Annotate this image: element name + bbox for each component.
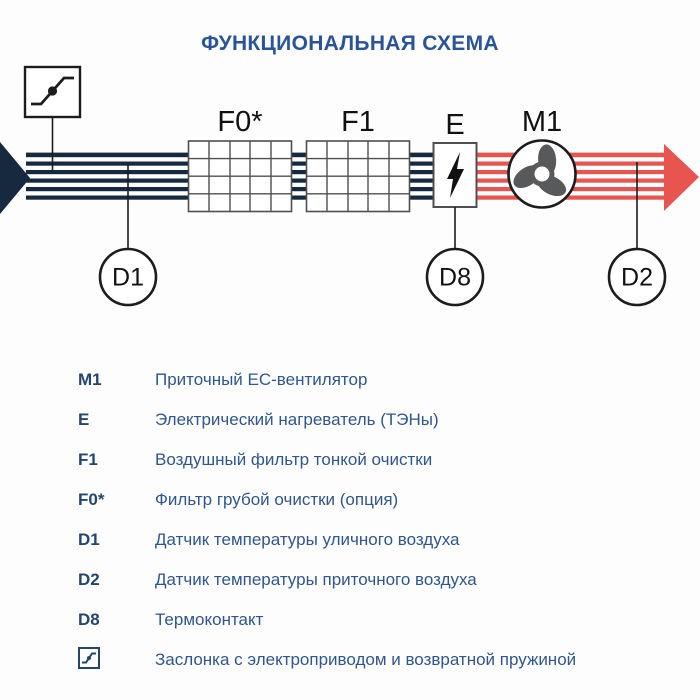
damper-icon xyxy=(78,646,100,669)
legend-key: F0* xyxy=(78,490,105,509)
legend-key: D2 xyxy=(78,570,100,589)
legend-key: E xyxy=(78,410,90,429)
label-e: E xyxy=(445,109,464,141)
sensor-d1-label: D1 xyxy=(112,264,144,292)
legend-row-m1: M1 Приточный EC-вентилятор xyxy=(0,360,700,400)
legend-key: D8 xyxy=(78,610,100,629)
legend-key: F1 xyxy=(78,450,98,469)
legend-description: Заслонка с электроприводом и возвратной … xyxy=(155,650,577,669)
legend-row-d1: D1 Датчик температуры уличного воздуха xyxy=(0,520,700,560)
sensor-d2-label: D2 xyxy=(621,264,653,292)
legend-row-d2: D2 Датчик температуры приточного воздуха xyxy=(0,560,700,600)
legend-key: M1 xyxy=(78,370,102,389)
legend-key: D1 xyxy=(78,530,100,549)
page-title: ФУНКЦИОНАЛЬНАЯ СХЕМА xyxy=(201,32,499,55)
legend-description: Воздушный фильтр тонкой очистки xyxy=(155,450,433,469)
sensor-d8-label: D8 xyxy=(439,264,471,292)
supply-arrow-icon xyxy=(664,144,699,211)
legend-description: Электрический нагреватель (ТЭНы) xyxy=(155,410,439,429)
legend-description: Термоконтакт xyxy=(155,610,264,629)
intake-arrow-icon xyxy=(0,142,30,214)
legend-description: Фильтр грубой очистки (опция) xyxy=(155,490,399,509)
legend-description: Датчик температуры приточного воздуха xyxy=(155,570,477,589)
label-f0: F0* xyxy=(217,106,262,138)
sensor-d8: D8 xyxy=(425,247,485,307)
legend-row-damper: Заслонка с электроприводом и возвратной … xyxy=(0,640,700,680)
legend-row-d8: D8 Термоконтакт xyxy=(0,600,700,640)
heater-lightning-icon xyxy=(447,152,464,198)
sensor-d2: D2 xyxy=(607,247,667,307)
legend-description: Датчик температуры уличного воздуха xyxy=(155,530,460,549)
legend-row-f0: F0* Фильтр грубой очистки (опция) xyxy=(0,480,700,520)
fan-icon xyxy=(507,139,577,209)
sensor-d1: D1 xyxy=(98,247,158,307)
filter-f1-grid-icon xyxy=(305,140,411,213)
legend-row-e: E Электрический нагреватель (ТЭНы) xyxy=(0,400,700,440)
legend-row-f1: F1 Воздушный фильтр тонкой очистки xyxy=(0,440,700,480)
legend-description: Приточный EC-вентилятор xyxy=(155,370,368,389)
label-m1: M1 xyxy=(522,106,562,138)
heater-box xyxy=(432,142,478,208)
legend: M1 Приточный EC-вентилятор E Электрическ… xyxy=(0,360,700,680)
filter-f0-grid-icon xyxy=(187,140,293,213)
damper-icon xyxy=(23,65,82,119)
functional-scheme-diagram: D1 D8 D2 F0* F1 E M1 xyxy=(0,65,699,307)
label-f1: F1 xyxy=(341,106,375,138)
